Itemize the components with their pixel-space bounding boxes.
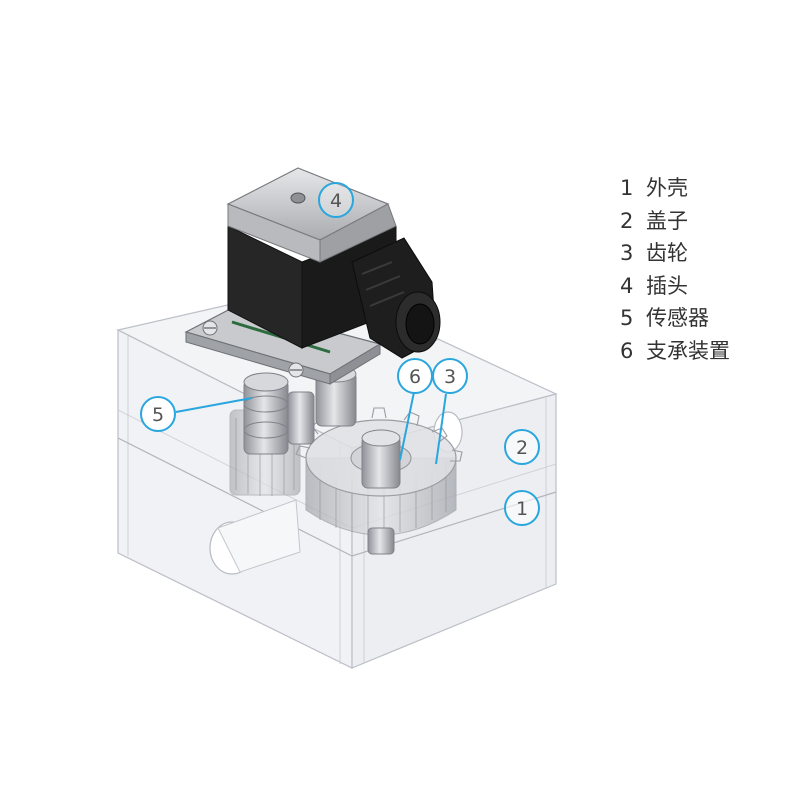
callout-2: 2 [504, 429, 540, 465]
callout-3-label: 3 [444, 366, 456, 388]
legend-number: 3 [620, 241, 634, 265]
legend-number: 6 [620, 338, 634, 363]
leader-6 [399, 391, 415, 461]
port-left-bore [217, 499, 301, 573]
callout-5-label: 5 [152, 404, 164, 426]
callout-2-label: 2 [516, 437, 528, 459]
callout-3: 3 [432, 358, 468, 394]
legend-text: 外壳 [646, 176, 688, 200]
legend-item: 6 支承装置 [620, 335, 730, 368]
callout-6: 6 [397, 358, 433, 394]
leader-3 [435, 393, 447, 465]
legend-number: 1 [620, 176, 634, 200]
parts-legend: 1 外壳 2 盖子 3 齿轮 4 插头 5 传感器 6 支承装置 [620, 172, 730, 367]
callout-1-label: 1 [516, 498, 528, 520]
cover-seam-line [117, 437, 557, 557]
legend-number: 5 [620, 306, 634, 330]
legend-text: 支承装置 [646, 338, 730, 363]
legend-item: 2 盖子 [620, 205, 730, 238]
legend-text: 传感器 [646, 306, 709, 330]
legend-item: 1 外壳 [620, 172, 730, 205]
legend-text: 齿轮 [646, 241, 688, 265]
legend-text: 插头 [646, 273, 688, 298]
plug-connector [184, 167, 441, 385]
callout-leaders [175, 391, 447, 465]
callout-1: 1 [504, 490, 540, 526]
leader-5 [175, 397, 253, 413]
bearing-shafts [243, 365, 401, 555]
callout-4-label: 4 [330, 190, 342, 212]
legend-text: 盖子 [646, 208, 688, 233]
legend-number: 2 [620, 208, 634, 233]
callout-4: 4 [318, 182, 354, 218]
plug-cap-screw [290, 192, 306, 204]
legend-item: 3 齿轮 [620, 237, 730, 270]
callout-6-label: 6 [409, 366, 421, 388]
legend-item: 5 传感器 [620, 302, 730, 335]
legend-item: 4 插头 [620, 270, 730, 303]
legend-number: 4 [620, 273, 634, 298]
callout-5: 5 [140, 396, 176, 432]
